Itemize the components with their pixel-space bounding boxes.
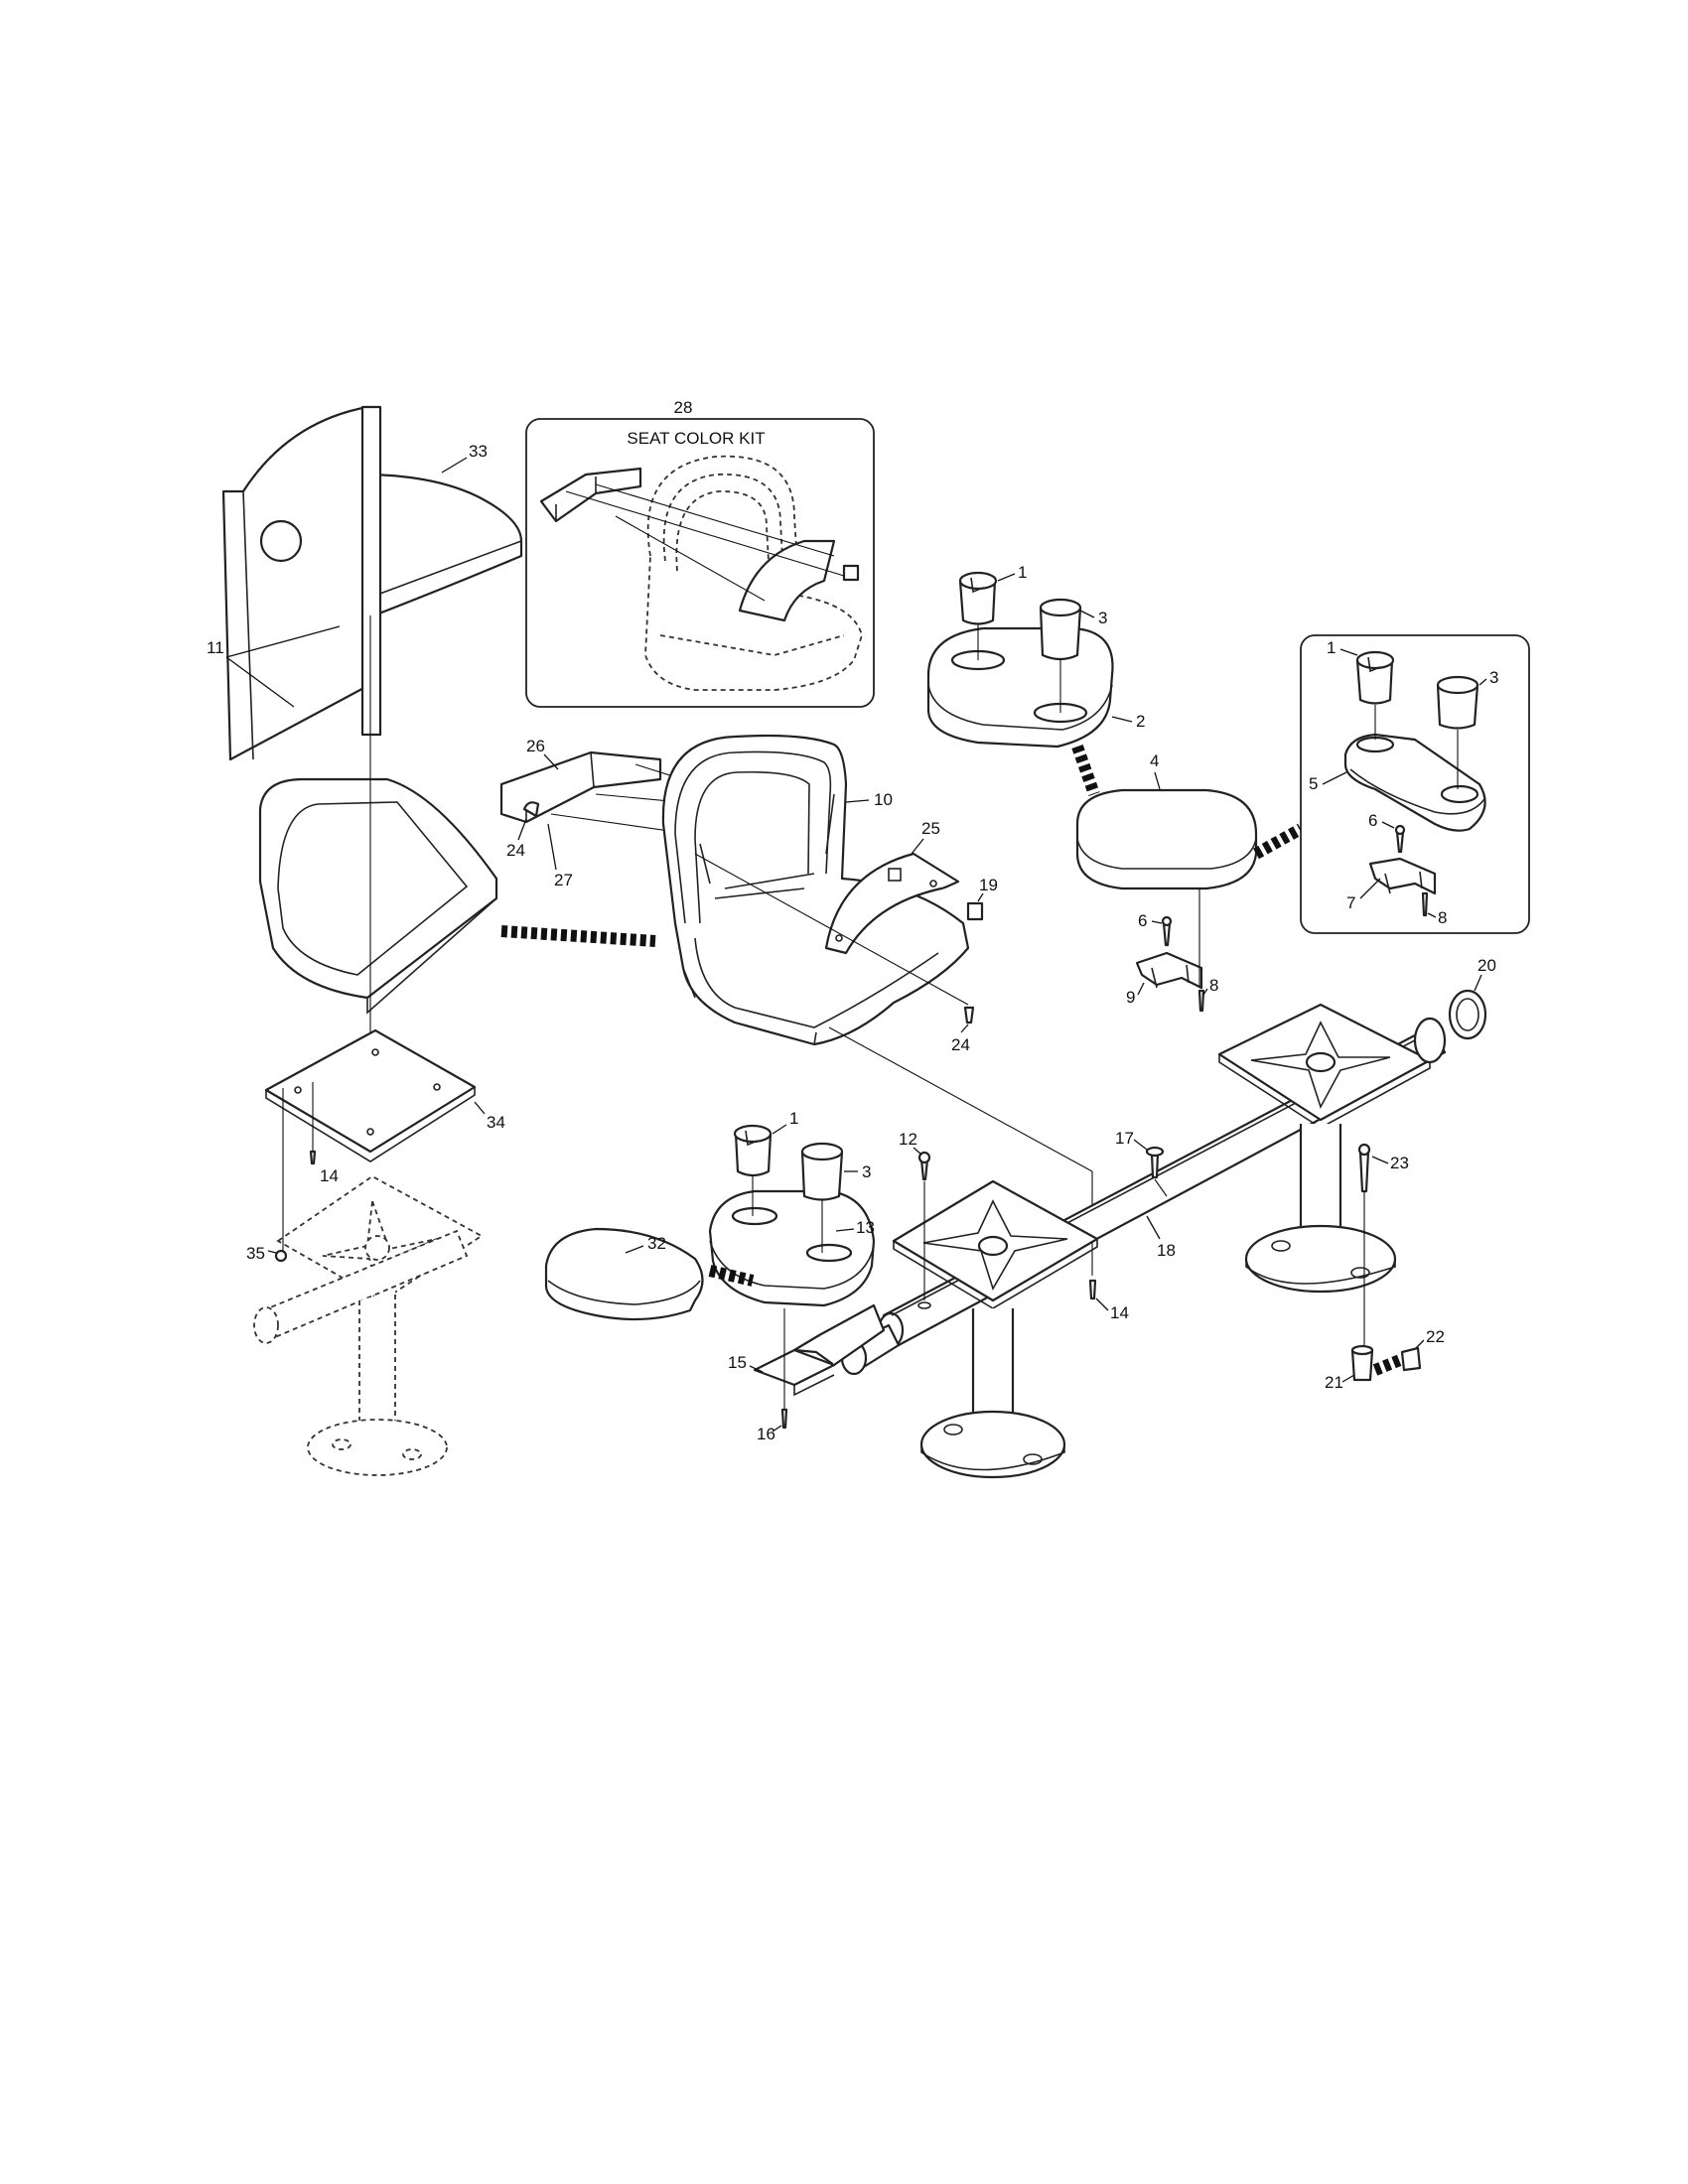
callout-1a: 1 — [1018, 563, 1027, 582]
armrest-bracket-9 — [1135, 888, 1205, 1013]
callout-25: 25 — [921, 819, 940, 838]
callout-15: 15 — [728, 1353, 747, 1372]
cup-holder-3-top — [1039, 598, 1082, 713]
screw-12 — [917, 1151, 931, 1309]
callout-6a: 6 — [1138, 911, 1147, 930]
callout-13: 13 — [856, 1218, 875, 1237]
callout-4: 4 — [1150, 751, 1159, 770]
callout-22: 22 — [1426, 1327, 1445, 1346]
end-cap-20 — [1448, 989, 1487, 1040]
bracket-15 — [753, 1303, 886, 1410]
armrest-pad-32 — [544, 1227, 704, 1321]
seat-shell-11 — [221, 405, 498, 1032]
pedestal-right — [1217, 1003, 1447, 1294]
armrest-inset — [1300, 634, 1530, 934]
seat-bracket-26 — [499, 751, 662, 824]
callout-3c: 3 — [862, 1162, 871, 1181]
callout-28: 28 — [674, 398, 693, 417]
callout-14a: 14 — [320, 1166, 339, 1185]
cup-tray-13 — [708, 1189, 876, 1307]
seat-color-kit-inset: 28 SEAT COLOR KIT — [525, 398, 875, 708]
screw-14b — [1088, 1279, 1097, 1300]
callout-27: 27 — [554, 871, 573, 889]
phantom-pedestal-left — [253, 1088, 484, 1476]
callout-26: 26 — [526, 737, 545, 755]
cup-holder-1-low — [733, 1124, 773, 1216]
callout-6b: 6 — [1368, 811, 1377, 830]
callout-1b: 1 — [1327, 638, 1336, 657]
callout-3a: 3 — [1098, 609, 1107, 627]
callout-7: 7 — [1346, 893, 1355, 912]
callout-34: 34 — [487, 1113, 505, 1132]
callout-8b: 8 — [1438, 908, 1447, 927]
callout-18: 18 — [1157, 1241, 1176, 1260]
armrest-pad-4 — [1075, 788, 1258, 890]
screw-16 — [780, 1408, 788, 1430]
screw-23 — [1357, 1143, 1371, 1350]
callout-5: 5 — [1309, 774, 1318, 793]
cup-tray-2 — [926, 626, 1114, 749]
pedestal-center — [892, 1179, 1099, 1479]
callout-3b: 3 — [1489, 668, 1498, 687]
callout-2: 2 — [1136, 712, 1145, 731]
callout-9: 9 — [1126, 988, 1135, 1007]
callout-11: 11 — [207, 638, 224, 657]
callout-23: 23 — [1390, 1154, 1409, 1172]
callout-19: 19 — [979, 876, 998, 894]
callout-8a: 8 — [1209, 976, 1218, 995]
mounting-plate-34 — [264, 1028, 477, 1162]
leveler-21-22 — [1350, 1344, 1422, 1382]
callout-24b: 24 — [951, 1035, 970, 1054]
cup-holder-1-top — [958, 571, 998, 660]
callout-33: 33 — [469, 442, 488, 461]
callout-16: 16 — [757, 1425, 775, 1443]
callout-14b: 14 — [1110, 1303, 1129, 1322]
screw-24 — [963, 1006, 975, 1024]
callout-12: 12 — [899, 1130, 917, 1149]
callout-32: 32 — [647, 1234, 666, 1253]
callout-35: 35 — [246, 1244, 265, 1263]
bolt-17 — [1145, 1146, 1168, 1197]
clip-19 — [966, 901, 984, 921]
cup-holder-3-low — [800, 1142, 844, 1253]
back-panel-25 — [824, 852, 960, 955]
callout-24a: 24 — [506, 841, 525, 860]
callout-17: 17 — [1115, 1129, 1134, 1148]
callout-21: 21 — [1325, 1373, 1343, 1392]
callout-10: 10 — [874, 790, 893, 809]
callout-20: 20 — [1477, 956, 1496, 975]
seat-color-kit-title: SEAT COLOR KIT — [627, 429, 765, 448]
callout-1c: 1 — [789, 1109, 798, 1128]
